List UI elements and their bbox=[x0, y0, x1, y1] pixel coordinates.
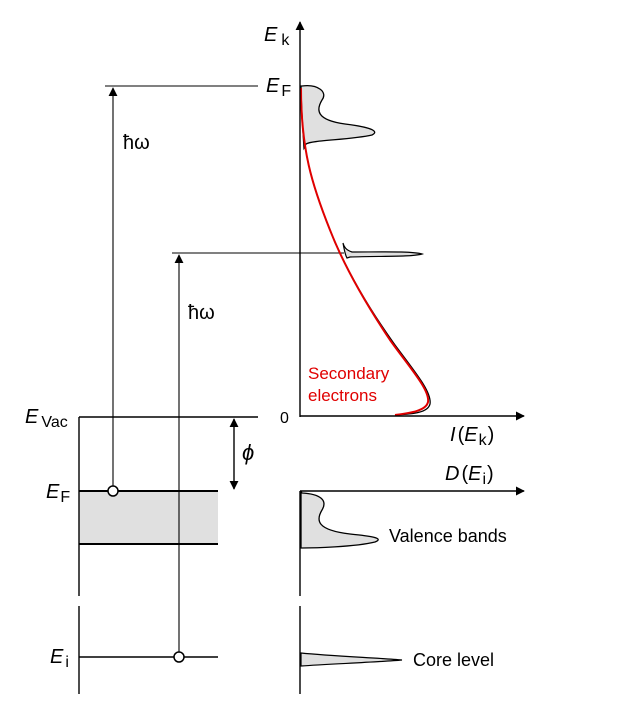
secondary-electrons-label-line2: electrons bbox=[308, 386, 377, 405]
valence-band-fill bbox=[79, 491, 218, 544]
photon-energy-upper-label: ħω bbox=[123, 132, 150, 154]
zero-label: 0 bbox=[280, 410, 289, 427]
core-initial-state-dot bbox=[173, 651, 185, 663]
core-level-label: Core level bbox=[413, 650, 494, 670]
secondary-electron-curve bbox=[300, 87, 430, 416]
valence-band-dos-fill bbox=[300, 490, 379, 549]
valence-initial-state-dot bbox=[107, 485, 119, 497]
spectra bbox=[295, 21, 525, 694]
work-function-label: ϕ bbox=[242, 440, 254, 465]
photon-energy-lower-label: ħω bbox=[188, 302, 215, 324]
secondary-electrons-label-line1: Secondary bbox=[308, 364, 390, 383]
valence-bands-label: Valence bands bbox=[389, 526, 507, 546]
core-peak-fill bbox=[342, 242, 425, 259]
intensity-axis-label: I(Ek) bbox=[450, 424, 494, 449]
core-level-dos-fill bbox=[300, 652, 403, 667]
sample-levels bbox=[78, 416, 258, 694]
dos-axis-label: D(Ei) bbox=[445, 463, 494, 488]
fermi-level-label: EF bbox=[46, 481, 70, 506]
excitation-transitions bbox=[105, 85, 344, 663]
valence-peak-fill bbox=[300, 85, 376, 151]
